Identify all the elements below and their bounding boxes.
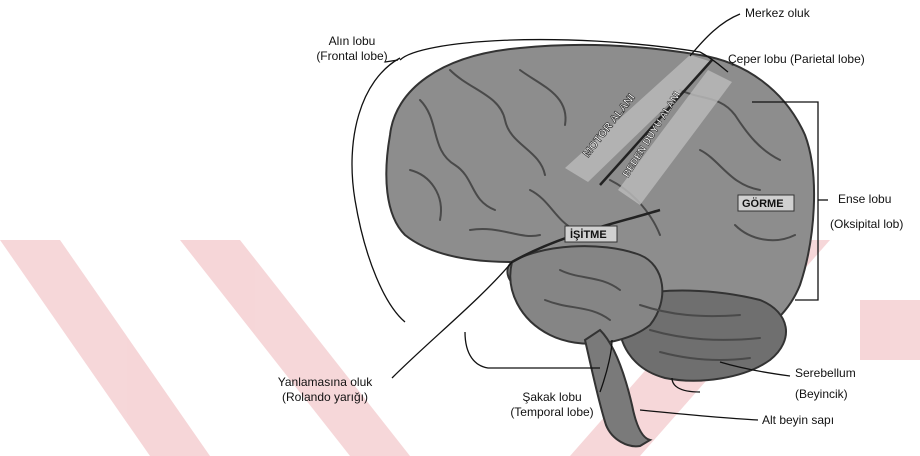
central-sulcus-label: Merkez oluk (745, 6, 810, 21)
cerebellum-label: Serebellum (Beyincik) (795, 366, 856, 402)
temporal-lobe-label-en: (Temporal lobe) (497, 405, 607, 420)
temporal-lobe-label-tr: Şakak lobu (497, 390, 607, 405)
occipital-lobe-label-en: (Oksipital lob) (830, 217, 903, 232)
brainstem-label: Alt beyin sapı (762, 413, 834, 428)
frontal-lobe-label: Alın lobu (Frontal lobe) (300, 34, 404, 64)
lateral-sulcus-label-tr: Yanlamasına oluk (255, 375, 395, 390)
cerebellum-label-tr: Serebellum (795, 366, 856, 381)
frontal-lobe-label-tr: Alın lobu (300, 34, 404, 49)
cerebellum-label-en: (Beyincik) (795, 387, 856, 402)
temporal-lobe-label: Şakak lobu (Temporal lobe) (497, 390, 607, 420)
visual-area-text: GÖRME (742, 197, 784, 210)
temporal-shape (510, 246, 662, 344)
parietal-lobe-label: Çeper lobu (Parietal lobe) (728, 52, 865, 67)
lateral-sulcus-label-en: (Rolando yarığı) (255, 390, 395, 405)
frontal-lobe-label-en: (Frontal lobe) (300, 49, 404, 64)
central-sulcus-leader (690, 14, 740, 56)
lateral-sulcus-label: Yanlamasına oluk (Rolando yarığı) (255, 375, 395, 405)
lateral-sulcus-leader (392, 262, 512, 378)
auditory-area-text: İŞİTME (570, 228, 607, 241)
occipital-lobe-label: Ense lobu (Oksipital lob) (830, 192, 903, 232)
occipital-lobe-label-tr: Ense lobu (830, 192, 903, 207)
